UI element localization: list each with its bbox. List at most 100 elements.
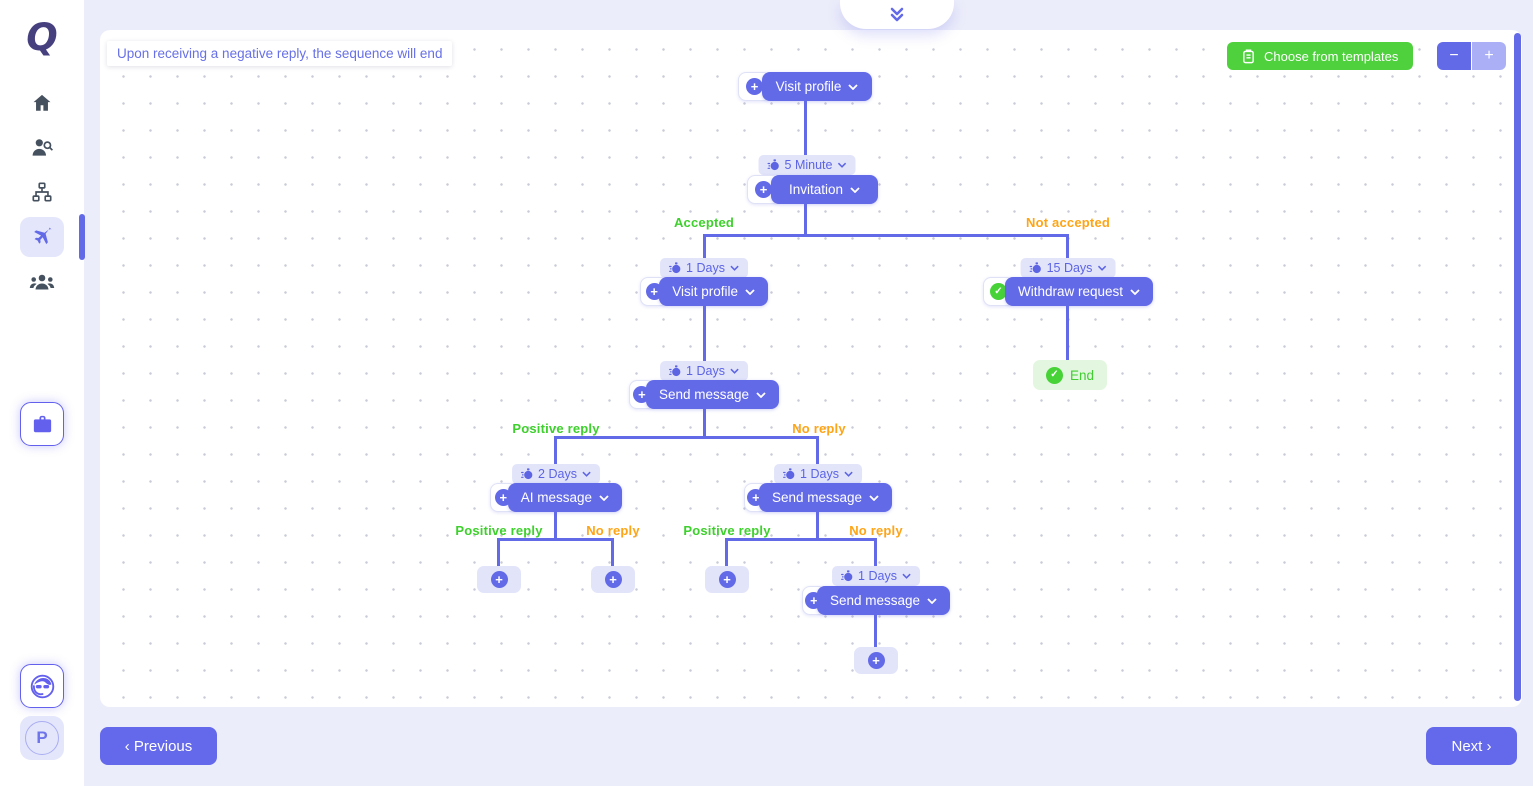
add-step-placeholder[interactable]: + — [477, 566, 521, 593]
sidebar-item-campaigns[interactable] — [20, 217, 64, 257]
sequence-info-banner: Upon receiving a negative reply, the seq… — [107, 41, 453, 66]
chevron-down-icon — [837, 162, 847, 168]
action-node-ai-message[interactable]: AI message — [507, 483, 622, 512]
chevron-down-icon — [582, 471, 591, 477]
connector-line — [1066, 306, 1069, 361]
connector-line — [804, 203, 807, 236]
sidebar-item-structure[interactable] — [20, 172, 64, 212]
choose-templates-button[interactable]: Choose from templates — [1227, 42, 1414, 70]
node-visit-profile-top: + Visit profile — [738, 72, 872, 101]
delay-chip-5-minute[interactable]: 5 Minute — [758, 155, 856, 175]
chevron-down-icon — [730, 265, 739, 271]
action-node-visit-profile[interactable]: Visit profile — [659, 277, 768, 306]
campaign-plane-icon — [34, 227, 52, 245]
home-icon — [33, 94, 51, 111]
node-withdraw-request: ✓ Withdraw request — [983, 277, 1153, 306]
connector-line — [703, 234, 706, 259]
connector-line — [497, 538, 500, 566]
add-icon: + — [494, 489, 512, 506]
sidebar-item-briefcase[interactable] — [20, 402, 64, 446]
node-send-message-3: + Send message — [802, 586, 950, 615]
active-nav-indicator — [79, 214, 85, 260]
choose-templates-label: Choose from templates — [1264, 48, 1399, 64]
branch-label-no-reply: No reply — [849, 523, 903, 538]
double-chevron-down-icon — [890, 7, 904, 21]
action-node-send-message[interactable]: Send message — [758, 483, 892, 512]
add-icon: + — [755, 181, 772, 198]
chevron-down-icon — [730, 368, 739, 374]
app-logo[interactable]: Q — [26, 16, 58, 59]
chevron-down-icon — [1097, 265, 1107, 271]
delay-chip-1-days[interactable]: 1 Days — [774, 464, 862, 484]
check-circle-icon: ✓ — [1046, 366, 1063, 384]
node-visit-profile-2: + Visit profile — [640, 277, 768, 306]
add-step-placeholder[interactable]: + — [591, 566, 635, 593]
sidebar-item-p-badge[interactable]: P — [20, 716, 64, 760]
chevron-down-icon — [848, 83, 859, 90]
branch-label-no-reply: No reply — [586, 523, 640, 538]
sidebar-item-support[interactable] — [20, 664, 64, 708]
action-node-withdraw-request[interactable]: Withdraw request — [1004, 277, 1153, 306]
chevron-down-icon — [869, 494, 879, 501]
clipboard-icon — [1243, 48, 1254, 63]
chevron-down-icon — [1130, 288, 1140, 295]
add-icon: + — [645, 283, 663, 300]
add-icon: + — [490, 571, 508, 588]
branch-label-no-reply: No reply — [792, 421, 846, 436]
add-step-placeholder[interactable]: + — [705, 566, 749, 593]
connector-line — [554, 436, 819, 439]
delay-chip-1-days[interactable]: 1 Days — [832, 566, 920, 586]
node-send-message-2: + Send message — [744, 483, 892, 512]
delay-chip-1-days[interactable]: 1 Days — [660, 258, 748, 278]
connector-line — [554, 511, 557, 540]
branch-label-accepted: Accepted — [673, 215, 735, 230]
add-icon: + — [867, 652, 885, 669]
timer-icon — [669, 262, 681, 274]
collapse-panel-button[interactable] — [840, 0, 954, 29]
action-node-visit-profile[interactable]: Visit profile — [762, 72, 872, 101]
org-structure-icon — [32, 182, 52, 202]
timer-icon — [669, 365, 681, 377]
node-ai-message: + AI message — [490, 483, 622, 512]
action-node-invitation[interactable]: Invitation — [771, 175, 878, 204]
sidebar-item-prospects[interactable] — [20, 127, 64, 167]
connector-line — [497, 538, 614, 541]
connector-line — [874, 614, 877, 647]
delay-chip-2-days[interactable]: 2 Days — [512, 464, 600, 484]
connector-line — [703, 306, 706, 361]
timer-icon — [783, 468, 795, 480]
node-invitation: + Invitation — [747, 175, 878, 204]
add-icon: + — [604, 571, 622, 588]
community-users-icon — [29, 274, 55, 290]
delay-chip-1-days[interactable]: 1 Days — [660, 361, 748, 381]
chevron-down-icon — [902, 573, 911, 579]
connector-line — [725, 538, 877, 541]
branch-label-not-accepted: Not accepted — [1025, 215, 1111, 230]
connector-line — [703, 409, 706, 438]
connector-line — [816, 436, 819, 464]
next-button[interactable]: Next › — [1426, 727, 1517, 765]
sequence-canvas[interactable]: Upon receiving a negative reply, the seq… — [100, 30, 1522, 707]
action-node-send-message[interactable]: Send message — [816, 586, 950, 615]
add-icon: + — [718, 571, 736, 588]
branch-label-positive-reply: Positive reply — [683, 523, 771, 538]
delay-chip-15-days[interactable]: 15 Days — [1020, 258, 1116, 278]
vertical-scrollbar[interactable] — [1514, 33, 1521, 701]
sidebar-item-community[interactable] — [20, 262, 64, 302]
add-step-placeholder[interactable]: + — [854, 647, 898, 674]
connector-line — [816, 511, 819, 540]
chevron-down-icon — [844, 471, 853, 477]
zoom-out-button[interactable]: − — [1437, 42, 1471, 70]
timer-icon — [521, 468, 533, 480]
timer-icon — [1029, 262, 1041, 274]
zoom-in-button[interactable]: + — [1472, 42, 1506, 70]
sidebar: Q P — [0, 0, 84, 786]
connector-line — [1066, 234, 1069, 259]
briefcase-icon — [33, 415, 51, 432]
action-node-send-message[interactable]: Send message — [645, 380, 779, 409]
sidebar-item-home[interactable] — [20, 83, 64, 123]
previous-button[interactable]: ‹ Previous — [100, 727, 217, 765]
connector-line — [874, 538, 877, 566]
connector-line — [554, 436, 557, 464]
chevron-down-icon — [745, 288, 755, 295]
